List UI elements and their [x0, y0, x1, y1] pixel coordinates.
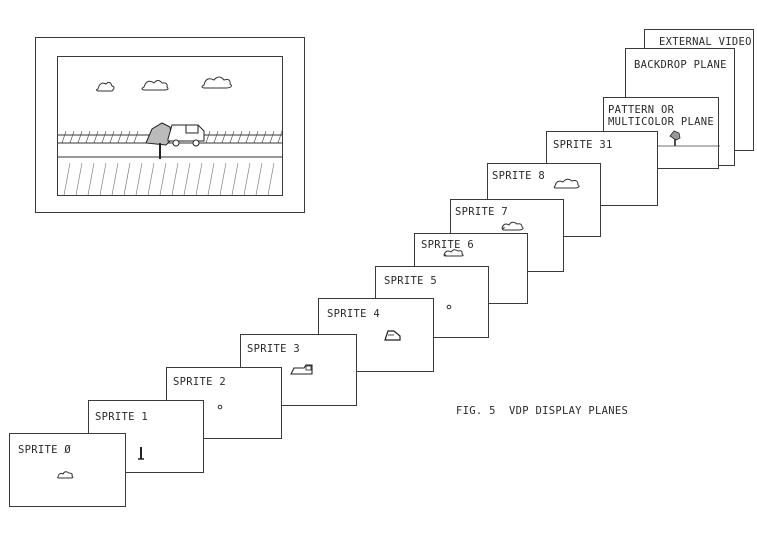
- plane-label-sprite-2: SPRITE 2: [173, 376, 226, 388]
- tv-screen-composite: [57, 56, 283, 196]
- plane-label-sprite-7: SPRITE 7: [455, 206, 508, 218]
- plane-label-sprite-0: SPRITE Ø: [18, 444, 71, 456]
- dot-icon: [446, 304, 452, 310]
- cloud-icon: [201, 76, 232, 89]
- ground-hatching-lower: [63, 162, 275, 195]
- cloud-icon: [141, 80, 169, 91]
- tree-icon: [145, 122, 173, 159]
- tree-icon: [669, 130, 681, 146]
- plane-label-sprite-31: SPRITE 31: [553, 139, 613, 151]
- plane-label-sprite-4: SPRITE 4: [327, 308, 380, 320]
- tv-monitor-frame: [35, 37, 305, 213]
- cloud-icon: [96, 81, 115, 92]
- plane-label-sprite-8: SPRITE 8: [492, 170, 545, 182]
- tree-trunk-icon: [138, 447, 144, 460]
- plane-label-sprite-1: SPRITE 1: [95, 411, 148, 423]
- truck-icon: [167, 124, 205, 147]
- plane-label-pattern: PATTERN OR MULTICOLOR PLANE: [608, 104, 714, 128]
- plane-label-backdrop: BACKDROP PLANE: [634, 59, 727, 71]
- plane-label-external-video: EXTERNAL VIDEO: [659, 36, 752, 48]
- plane-label-sprite-6: SPRITE 6: [421, 239, 474, 251]
- truck-icon: [290, 364, 313, 375]
- cloud-icon: [501, 221, 524, 231]
- dot-icon: [217, 404, 223, 410]
- composite-scene: [58, 76, 282, 195]
- car-icon: [384, 330, 401, 341]
- figure-caption: FIG. 5 VDP DISPLAY PLANES: [456, 405, 629, 417]
- cloud-icon: [553, 178, 580, 189]
- cloud-icon: [443, 249, 464, 257]
- plane-label-sprite-3: SPRITE 3: [247, 343, 300, 355]
- plane-sprite-0: SPRITE Ø: [9, 433, 126, 507]
- cloud-icon: [57, 471, 74, 479]
- plane-label-sprite-5: SPRITE 5: [384, 275, 437, 287]
